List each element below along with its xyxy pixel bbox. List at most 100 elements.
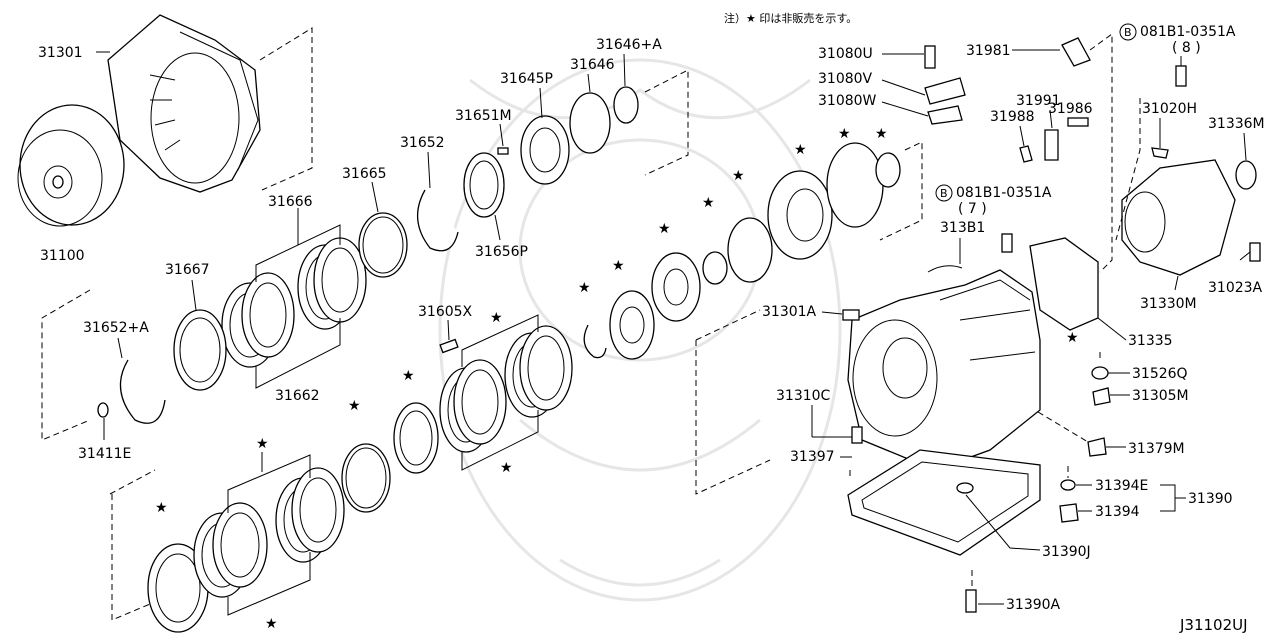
label-31301A: 31301A xyxy=(762,304,817,320)
label-31646: 31646 xyxy=(570,57,615,73)
label-081B1-8-qty: ( 8 ) xyxy=(1172,40,1201,56)
washer-31394E-illustration xyxy=(1060,479,1076,491)
o-ring-31526Q-illustration xyxy=(1091,366,1109,380)
star-mark: ★ xyxy=(838,126,851,142)
label-313B1: 313B1 xyxy=(940,220,985,236)
diagram-code: J31102UJ xyxy=(1179,616,1248,634)
label-31986: 31986 xyxy=(1048,101,1093,117)
label-31305M: 31305M xyxy=(1132,388,1189,404)
note-text: 注）★ 印は非販売を示す。 xyxy=(724,11,857,25)
planetary-gear-illustration xyxy=(609,290,655,360)
label-31394E: 31394E xyxy=(1095,478,1148,494)
label-31390: 31390 xyxy=(1188,491,1233,507)
magnet-31397-illustration xyxy=(851,426,863,444)
label-31023A: 31023A xyxy=(1208,280,1263,296)
spacer-31411E-illustration xyxy=(97,402,109,418)
bolt-prefix: B xyxy=(1124,26,1132,39)
label-081B1-7-qty: ( 7 ) xyxy=(958,201,987,217)
star-mark: ★ xyxy=(658,221,671,237)
label-081B1-7: 081B1-0351A xyxy=(956,185,1052,201)
label-31646A: 31646+A xyxy=(596,37,662,53)
label-31390A: 31390A xyxy=(1006,597,1061,613)
star-mark: ★ xyxy=(490,310,503,326)
star-mark: ★ xyxy=(402,368,415,384)
watermark-emblem xyxy=(438,58,842,602)
gasket-31335-illustration xyxy=(1029,237,1099,331)
small-seal-illustration xyxy=(875,152,901,188)
seal-31336M-illustration xyxy=(1235,160,1257,190)
clutch-pack-lower-illustration xyxy=(147,402,439,633)
bolt-prefix: B xyxy=(940,187,948,200)
label-31080U: 31080U xyxy=(818,46,873,62)
bolt-31023A-illustration xyxy=(1249,242,1261,262)
bolt-31394-illustration xyxy=(1059,503,1079,523)
label-31991: 31991 xyxy=(1016,93,1061,109)
label-31100: 31100 xyxy=(40,248,85,264)
part-31981-illustration xyxy=(1061,37,1091,67)
label-31662: 31662 xyxy=(275,388,320,404)
star-mark: ★ xyxy=(875,126,888,142)
converter-housing-illustration xyxy=(107,14,261,193)
bearing-illustration xyxy=(651,252,701,322)
bolt-symbol-circle xyxy=(935,184,953,202)
label-31301: 31301 xyxy=(38,45,83,61)
clutch-plate-31667-illustration xyxy=(173,309,227,391)
label-31310C: 31310C xyxy=(776,388,831,404)
label-31330M: 31330M xyxy=(1140,296,1197,312)
star-mark: ★ xyxy=(256,436,269,452)
plug-31379M-illustration xyxy=(1087,437,1107,457)
star-mark: ★ xyxy=(702,195,715,211)
bolt-31080U-illustration xyxy=(924,45,936,69)
o-ring-illustration xyxy=(702,251,728,285)
spring-31651M-illustration xyxy=(497,147,509,155)
bolt-symbol-circle xyxy=(1119,23,1137,41)
label-31605X: 31605X xyxy=(418,304,473,320)
retaining-ring-31652-illustration xyxy=(416,189,459,252)
label-31652: 31652 xyxy=(400,135,445,151)
label-31666: 31666 xyxy=(268,194,313,210)
label-31645P: 31645P xyxy=(500,71,553,87)
star-mark: ★ xyxy=(500,460,513,476)
star-mark: ★ xyxy=(732,168,745,184)
snap-ring-31665-illustration xyxy=(358,212,408,278)
label-31652A: 31652+A xyxy=(83,320,149,336)
label-31667: 31667 xyxy=(165,262,210,278)
spring-31988-illustration xyxy=(1019,145,1033,163)
star-mark: ★ xyxy=(612,258,625,274)
extension-housing-31330M-illustration xyxy=(1121,159,1236,276)
part-31605X-illustration xyxy=(439,338,459,354)
drum-illustration xyxy=(767,170,833,260)
clutch-pack-31605-illustration xyxy=(439,325,573,453)
label-31020H: 31020H xyxy=(1142,101,1197,117)
label-31411E: 31411E xyxy=(78,446,131,462)
seal-31646-illustration xyxy=(569,92,611,154)
label-31390J: 31390J xyxy=(1042,544,1091,560)
label-31394: 31394 xyxy=(1095,504,1140,520)
star-mark: ★ xyxy=(155,500,168,516)
gasket-31080V-illustration xyxy=(924,77,966,105)
bolt-081B1-8-illustration xyxy=(1175,65,1187,87)
bolt-31301A-illustration xyxy=(842,309,860,321)
pin-31986-illustration xyxy=(1067,117,1089,127)
oil-pan-illustration xyxy=(847,449,1041,556)
snap-ring-31652A-illustration xyxy=(119,359,166,424)
gasket-31080W-illustration xyxy=(927,105,963,125)
bolt-31390A-illustration xyxy=(965,589,977,613)
label-31080W: 31080W xyxy=(818,93,877,109)
snap-ring-small-illustration xyxy=(583,324,607,359)
piston-31645P-illustration xyxy=(520,115,570,185)
label-31379M: 31379M xyxy=(1128,441,1185,457)
bolt-081B1-7-illustration xyxy=(1001,233,1013,253)
plug-31305M-illustration xyxy=(1092,387,1111,406)
star-mark: ★ xyxy=(578,280,591,296)
large-seal-illustration xyxy=(826,142,884,228)
pin-31020H-illustration xyxy=(1151,147,1169,159)
label-081B1-8: 081B1-0351A xyxy=(1140,24,1236,40)
tube-313B1-illustration xyxy=(927,265,963,273)
clutch-pack-31666-illustration xyxy=(221,237,367,368)
label-31397: 31397 xyxy=(790,449,835,465)
label-31656P: 31656P xyxy=(475,244,528,260)
label-31336M: 31336M xyxy=(1208,116,1265,132)
seal-31646A-illustration xyxy=(613,86,639,124)
label-31526Q: 31526Q xyxy=(1132,366,1188,382)
